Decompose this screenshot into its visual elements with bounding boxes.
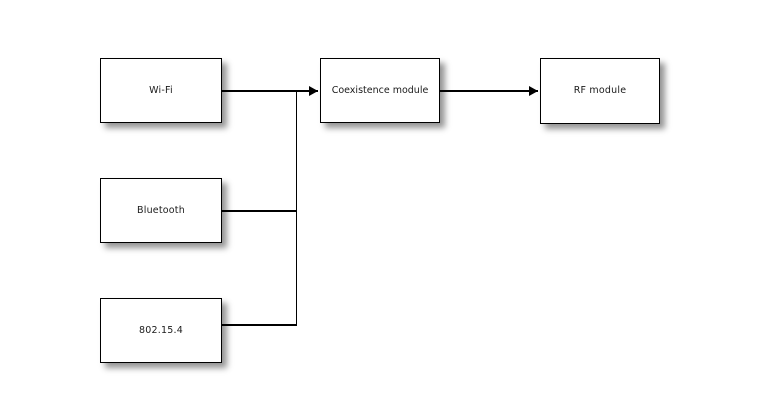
node-wifi-label: Wi-Fi [149, 84, 173, 96]
node-wifi[interactable]: Wi-Fi [100, 58, 222, 123]
arrowhead-into-rf-module [529, 86, 538, 96]
connector-coexistence-to-rf [440, 90, 538, 92]
node-rf-module[interactable]: RF module [540, 58, 660, 124]
connector-802154-to-bus [222, 324, 297, 326]
node-coexistence-module-label: Coexistence module [331, 84, 429, 96]
connector-wifi-to-bus [222, 90, 318, 92]
connector-vertical-bus [295, 90, 297, 326]
node-coexistence-module[interactable]: Coexistence module [320, 58, 440, 123]
node-802154[interactable]: 802.15.4 [100, 298, 222, 363]
node-802154-label: 802.15.4 [139, 324, 183, 336]
arrowhead-into-coexistence-module [309, 86, 318, 96]
node-bluetooth[interactable]: Bluetooth [100, 178, 222, 243]
node-rf-module-label: RF module [573, 85, 627, 97]
connector-bluetooth-to-bus [222, 210, 297, 212]
node-bluetooth-label: Bluetooth [137, 204, 185, 216]
